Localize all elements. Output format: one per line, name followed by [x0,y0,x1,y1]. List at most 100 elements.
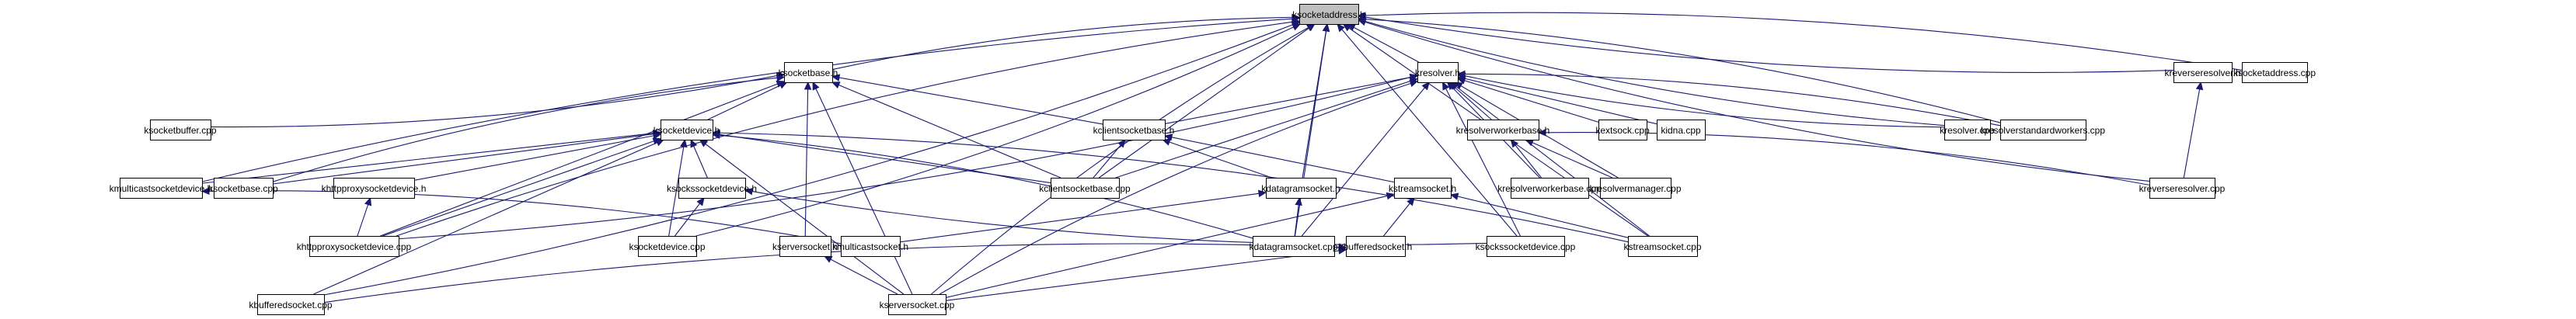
edge-ksocketdevice_cpp-to-ksocketdevice_h [668,139,685,237]
node-kstreamsocket-cpp[interactable]: kstreamsocket.cpp [1623,236,1702,257]
edge-ksocketdevice_cpp-to-ksocketaddress_h [695,23,1301,237]
edge-ksockssocketdevice_cpp-to-kresolver_h [1442,81,1521,237]
node-box [1051,178,1120,199]
node-kreverseresolver-h[interactable]: kreverseresolver.h [2164,62,2241,83]
node-kreverseresolver-cpp[interactable]: kreverseresolver.cpp [2139,178,2226,199]
node-label: ksocketbase.h [779,68,838,78]
node-label: kbufferedsocket.cpp [249,300,333,310]
arrowhead-icon [831,74,841,81]
arrowhead-icon [1291,23,1302,31]
edge-khttpproxysocketdevice_cpp-to-ksocketdevice_h [382,138,661,237]
node-box [2173,62,2233,83]
edge-khttpproxysocketdevice_cpp-to-ksocketaddress_h [396,20,1300,237]
node-kresolver-cpp[interactable]: kresolver.cpp [1940,120,1995,140]
node-label: ksocketdevice.cpp [629,241,705,252]
node-label: kreverseresolver.h [2164,68,2240,78]
edge-kmulticastsocket_h-to-kdatagramsocket_h [899,192,1267,243]
node-kresolvermanager-cpp[interactable]: kresolvermanager.cpp [1589,178,1682,199]
node-box [779,236,831,257]
arrowhead-icon [1510,139,1519,148]
node-kresolverstandardworkers-cpp[interactable]: kresolverstandardworkers.cpp [1981,120,2105,140]
edge-kserversocket_cpp-to-kstreamsocket_h [945,193,1395,299]
edge-kbufferedsocket_cpp-to-ksocketdevice_h [313,139,664,295]
arrowhead-icon [1409,74,1419,81]
edge-ksockssocketdevice_cpp-to-ksocketaddress_h [1337,23,1518,237]
node-label: kresolverstandardworkers.cpp [1981,125,2105,136]
nodes-layer: ksocketaddress.h ksocketbase.h kresolver.h… [110,4,2316,315]
node-box [120,178,203,199]
node-label: kresolver.h [1415,68,1460,78]
node-kresolverworkerbase-cpp[interactable]: kresolverworkerbase.cpp [1497,178,1602,199]
node-box [1944,120,1991,140]
arrowhead-icon [1162,138,1171,146]
node-ksocketbuffer-cpp[interactable]: ksocketbuffer.cpp [144,120,217,140]
arrowhead-icon [1525,139,1535,147]
node-ksocketaddress-cpp[interactable]: ksocketaddress.cpp [2233,62,2316,83]
edge-kstreamsocket_cpp-to-kstreamsocket_h [1450,194,1629,238]
node-box [257,294,325,315]
arrowhead-icon [1537,129,1546,137]
node-ksockssocketdevice-h[interactable]: ksockssocketdevice.h [667,178,757,199]
node-ksocketdevice-cpp[interactable]: ksocketdevice.cpp [629,236,706,257]
node-ksockssocketdevice-cpp[interactable]: ksockssocketdevice.cpp [1476,236,1576,257]
node-kidna-cpp[interactable]: kidna.cpp [1657,120,1706,140]
node-label: ksockssocketdevice.cpp [1476,241,1576,252]
node-kmulticastsocket-h[interactable]: kmulticastsocket.h [832,236,908,257]
node-label: khttpproxysocketdevice.h [322,183,427,194]
node-kresolverworkerbase-h[interactable]: kresolverworkerbase.h [1456,120,1550,140]
edge-kclientsocketbase_cpp-to-ksocketaddress_h [1098,23,1316,179]
node-ksocketbase-h[interactable]: ksocketbase.h [779,62,838,83]
edge-kdatagramsocket_cpp-to-kresolver_h [1301,81,1430,237]
node-box [1299,4,1359,25]
node-kdatagramsocket-cpp[interactable]: kdatagramsocket.cpp [1249,236,1338,257]
arrowhead-icon [1357,19,1367,26]
edges-layer [200,12,2243,303]
node-kextsock-cpp[interactable]: kextsock.cpp [1595,120,1650,140]
arrowhead-icon [831,81,841,89]
node-label: ksocketaddress.cpp [2233,68,2316,78]
arrowhead-icon [690,138,698,148]
arrowhead-icon [1295,196,1302,206]
node-label: kbufferedsocket.h [1339,241,1413,252]
node-box [841,236,901,257]
edge-kstreamsocket_cpp-to-ksocketdevice_h [712,132,1629,243]
node-label: kreverseresolver.cpp [2139,183,2226,194]
node-label: ksocketdevice.h [654,125,720,136]
node-kdatagramsocket-h[interactable]: kdatagramsocket.h [1261,178,1340,199]
arrowhead-icon [699,139,709,147]
node-kserversocket-cpp[interactable]: kserversocket.cpp [880,294,955,315]
arrowhead-icon [711,129,720,137]
node-khttpproxysocketdevice-h[interactable]: khttpproxysocketdevice.h [322,178,427,199]
edge-kbufferedsocket_cpp-to-ksocketaddress_h [323,22,1300,296]
arrowhead-icon [1407,197,1415,206]
node-kbufferedsocket-cpp[interactable]: kbufferedsocket.cpp [249,294,333,315]
edge-ksocketbase_cpp-to-ksocketbase_h [272,76,785,182]
edge-ksocketbase_h-to-ksocketaddress_h [831,16,1300,71]
node-label: kserversocket.cpp [880,300,955,310]
node-box [333,178,415,199]
node-kmulticastsocketdevice-h[interactable]: kmulticastsocketdevice.h [110,178,213,199]
node-ksocketdevice-h[interactable]: ksocketdevice.h [654,120,720,140]
edge-kresolver_h-to-ksocketaddress_h [1347,23,1419,63]
node-label: kresolverworkerbase.cpp [1497,183,1602,194]
arrowhead-icon [1337,23,1345,33]
edge-kreverseresolver_h-to-ksocketaddress_h [1358,15,2174,73]
node-kclientsocketbase-h[interactable]: kclientsocketbase.h [1093,120,1175,140]
arrowhead-icon [1442,81,1450,91]
node-kstreamsocket-h[interactable]: kstreamsocket.h [1389,178,1456,199]
edge-khttpproxysocketdevice_cpp-to-kresolver_h [398,75,1418,240]
node-box [1657,120,1706,140]
arrowhead-icon [1257,189,1267,198]
node-kresolver-h[interactable]: kresolver.h [1415,62,1460,83]
node-box [1511,178,1589,199]
node-kclientsocketbase-cpp[interactable]: kclientsocketbase.cpp [1039,178,1131,199]
node-label: kstreamsocket.cpp [1623,241,1701,252]
node-kserversocket-h[interactable]: kserversocket.h [772,236,838,257]
node-label: kserversocket.h [772,241,838,252]
node-ksocketaddress-h[interactable]: ksocketaddress.h [1292,4,1365,25]
arrowhead-icon [680,138,688,148]
node-kbufferedsocket-h[interactable]: kbufferedsocket.h [1339,236,1413,257]
node-ksocketbase-cpp[interactable]: ksocketbase.cpp [208,178,278,199]
node-label: kclientsocketbase.h [1093,125,1175,136]
node-khttpproxysocketdevice-cpp[interactable]: khttpproxysocketdevice.cpp [297,236,412,257]
